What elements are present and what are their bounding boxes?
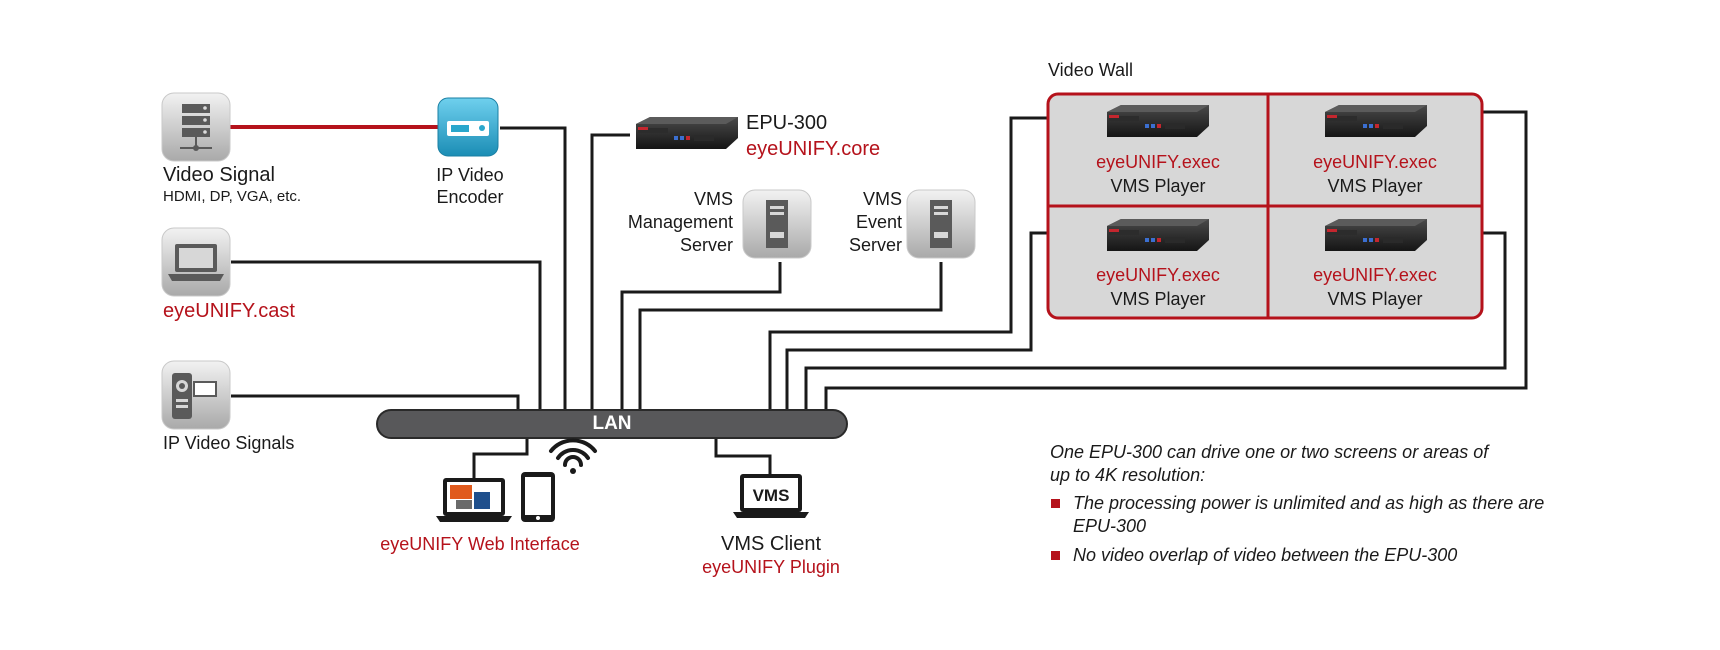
video-signal-subtitle: HDMI, DP, VGA, etc. (163, 188, 302, 205)
epu-device-icon (1107, 219, 1209, 251)
encoder-label-line1: IP Video (436, 165, 504, 185)
wifi-icon (549, 438, 597, 474)
epu-device-icon (1107, 105, 1209, 137)
ip-camera-icon (161, 360, 231, 430)
wall-cell-role: VMS Player (1110, 289, 1206, 309)
ip-signals-label: IP Video Signals (163, 433, 295, 453)
cast-cable (231, 260, 542, 410)
video-wall (1046, 92, 1484, 320)
tower-server-icon (742, 189, 812, 259)
wall-cell-role: VMS Player (1327, 289, 1423, 309)
video-encoder-icon (437, 97, 499, 157)
ip-signals-cable (231, 394, 520, 410)
note-bullet1-line2: EPU-300 (1073, 516, 1147, 536)
vms-event-line2: Event (855, 212, 902, 232)
wall-cell-4: eyeUNIFY.exec VMS Player (1270, 263, 1480, 311)
vms-event-label: VMS Event Server (820, 188, 902, 257)
laptop-icon (161, 227, 231, 297)
note-intro-line1: One EPU-300 can drive one or two screens… (1050, 442, 1489, 462)
vms-event-cable (638, 262, 943, 410)
vms-management-line3: Server (679, 235, 733, 255)
vms-management-line1: VMS (693, 189, 733, 209)
lan-label: LAN (592, 413, 632, 434)
vms-management-label: VMS Management Server (600, 188, 733, 257)
epu-core-cable (590, 133, 630, 410)
vms-event-line1: VMS (862, 189, 902, 209)
vms-event-line3: Server (848, 235, 902, 255)
wall-cell-1: eyeUNIFY.exec VMS Player (1050, 150, 1266, 198)
vms-client-cable (714, 430, 772, 474)
vms-client-plugin: eyeUNIFY Plugin (702, 557, 840, 577)
tablet-icon (521, 472, 555, 522)
web-interface-cable (472, 430, 529, 478)
lan-bar (376, 409, 848, 439)
video-signal-title: Video Signal (163, 164, 275, 186)
epu-device-icon (1325, 219, 1427, 251)
wall-cell-product: eyeUNIFY.exec (1096, 152, 1220, 172)
epu-core-model: EPU-300 (746, 112, 828, 134)
epu-core-product: eyeUNIFY.core (746, 138, 881, 160)
video-wall-title: Video Wall (1048, 60, 1134, 80)
server-rack-icon (161, 92, 231, 162)
encoder-cable (500, 126, 567, 410)
note-bullet2: No video overlap of video between the EP… (1073, 545, 1458, 565)
vms-management-cable (620, 262, 782, 410)
bullet-marker (1051, 499, 1060, 508)
laptop-icon (436, 478, 512, 522)
cast-label: eyeUNIFY.cast (163, 300, 295, 322)
vms-client-title: VMS Client (720, 533, 822, 555)
note-bullet1-line1: The processing power is unlimited and as… (1073, 493, 1545, 513)
tower-server-icon (906, 189, 976, 259)
vms-client-laptop-icon: VMS (733, 474, 809, 518)
epu-device-icon (636, 117, 738, 149)
note-intro-line2: up to 4K resolution: (1050, 465, 1206, 485)
vms-client-screen-text: VMS (753, 486, 790, 505)
wall-cell-role: VMS Player (1327, 176, 1423, 196)
wall-cell-2: eyeUNIFY.exec VMS Player (1270, 150, 1480, 198)
wall-cable-1 (768, 116, 1105, 410)
epu-device-icon (1325, 105, 1427, 137)
vms-management-line2: Management (627, 212, 733, 232)
wall-cell-product: eyeUNIFY.exec (1313, 152, 1437, 172)
wall-cable-4 (824, 110, 1528, 410)
wall-cell-product: eyeUNIFY.exec (1096, 265, 1220, 285)
wall-cell-3: eyeUNIFY.exec VMS Player (1050, 263, 1266, 311)
bullet-marker (1051, 551, 1060, 560)
encoder-label-line2: Encoder (436, 186, 504, 207)
encoder-label: IP Video Encoder (420, 165, 520, 208)
wall-cell-role: VMS Player (1110, 176, 1206, 196)
network-cables (209, 110, 1528, 478)
wall-cell-product: eyeUNIFY.exec (1313, 265, 1437, 285)
web-interface-label: eyeUNIFY Web Interface (380, 534, 580, 554)
